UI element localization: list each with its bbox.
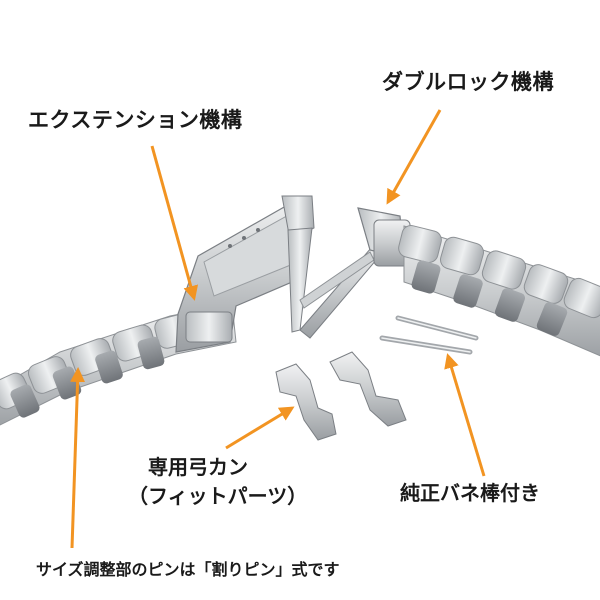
arrow-end-piece (225, 406, 295, 450)
double-lock-label: ダブルロック機構 (382, 70, 554, 94)
split-pin-note: サイズ調整部のピンは「割りピン」式です (36, 560, 340, 579)
end-piece-label: 専用弓カン (148, 455, 248, 479)
extension-mechanism-label: エクステンション機構 (28, 108, 243, 132)
spring-bars (379, 315, 479, 355)
end-pieces (275, 351, 407, 441)
right-bracelet (398, 225, 600, 357)
arrow-spring-bar (444, 353, 486, 477)
fit-parts-label: （フィットパーツ） (128, 484, 308, 508)
folding-blades (287, 227, 389, 339)
spring-bar-label: 純正バネ棒付き (400, 481, 540, 505)
arrow-double-lock (386, 109, 442, 205)
annotation-arrows (70, 109, 486, 549)
arrow-extension (150, 145, 199, 301)
double-lock-clasp (357, 207, 411, 267)
arrow-pin (70, 367, 86, 549)
